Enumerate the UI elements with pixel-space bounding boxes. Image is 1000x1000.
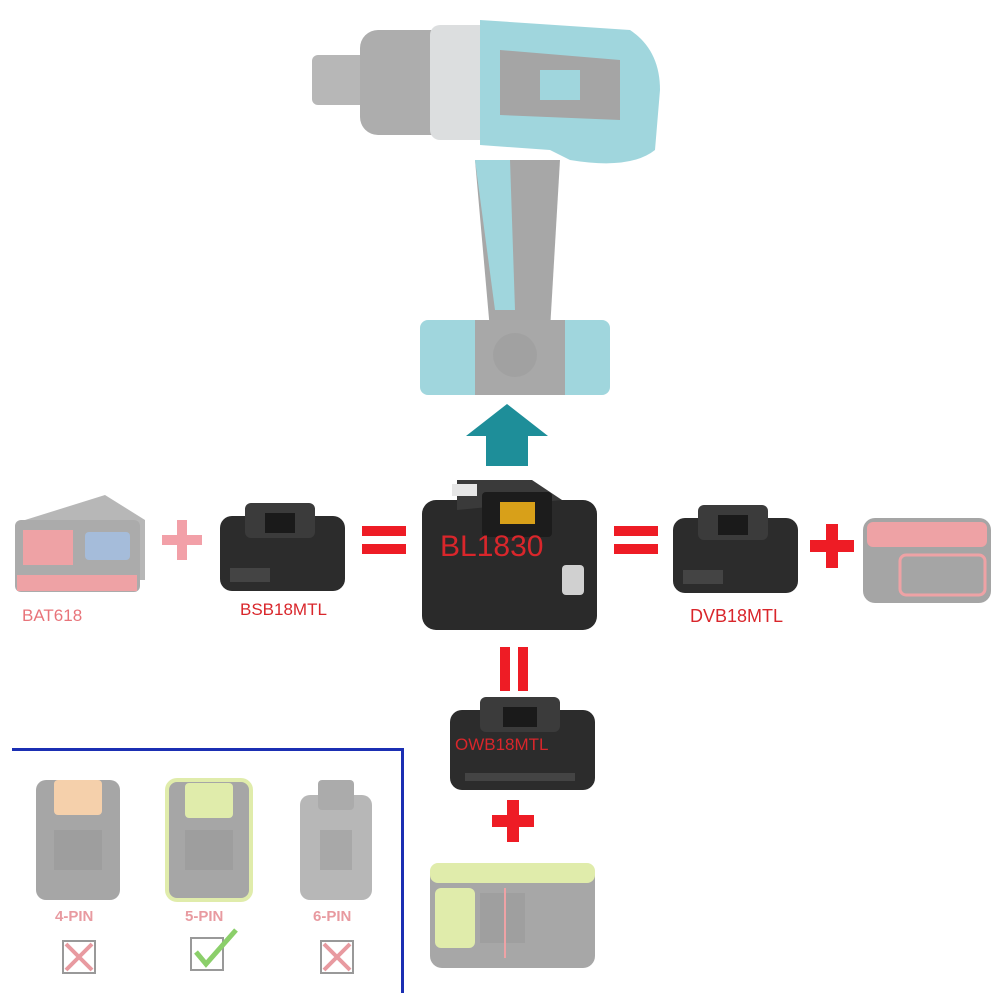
bat618-battery-image (15, 495, 145, 592)
plus-icon (810, 524, 854, 568)
pin-compatibility-panel (12, 748, 404, 993)
6-pin-battery-image (300, 780, 372, 900)
arrow-up-icon (466, 404, 548, 466)
equals-icon (614, 526, 658, 554)
plus-icon (162, 520, 202, 560)
dewalt-battery-image (863, 518, 991, 603)
checkmark-icon (190, 928, 238, 971)
5-pin-battery-image (165, 778, 253, 902)
bsb18mtl-label: BSB18MTL (240, 600, 327, 619)
equals-icon (500, 647, 528, 691)
bl1830-label: BL1830 (440, 530, 544, 563)
5-pin-label: 5-PIN (185, 908, 224, 925)
owb18mtl-label: OWB18MTL (455, 735, 549, 754)
bl1830-battery-image (422, 480, 597, 630)
bat618-label: BAT618 (22, 606, 83, 625)
bsb18mtl-adapter-image (220, 503, 345, 591)
equals-icon (362, 526, 406, 554)
4-pin-label: 4-PIN (55, 908, 94, 925)
6-pin-label: 6-PIN (313, 908, 352, 925)
impact-wrench-image (312, 20, 660, 395)
dvb18mtl-label: DVB18MTL (690, 606, 784, 626)
cross-icon (62, 940, 96, 974)
4-pin-battery-image (36, 780, 120, 900)
dvb18mtl-adapter-image (673, 505, 798, 593)
worx-battery-image (430, 863, 595, 968)
cross-icon (320, 940, 354, 974)
owb18mtl-adapter-image (450, 697, 595, 790)
plus-icon (492, 800, 534, 842)
